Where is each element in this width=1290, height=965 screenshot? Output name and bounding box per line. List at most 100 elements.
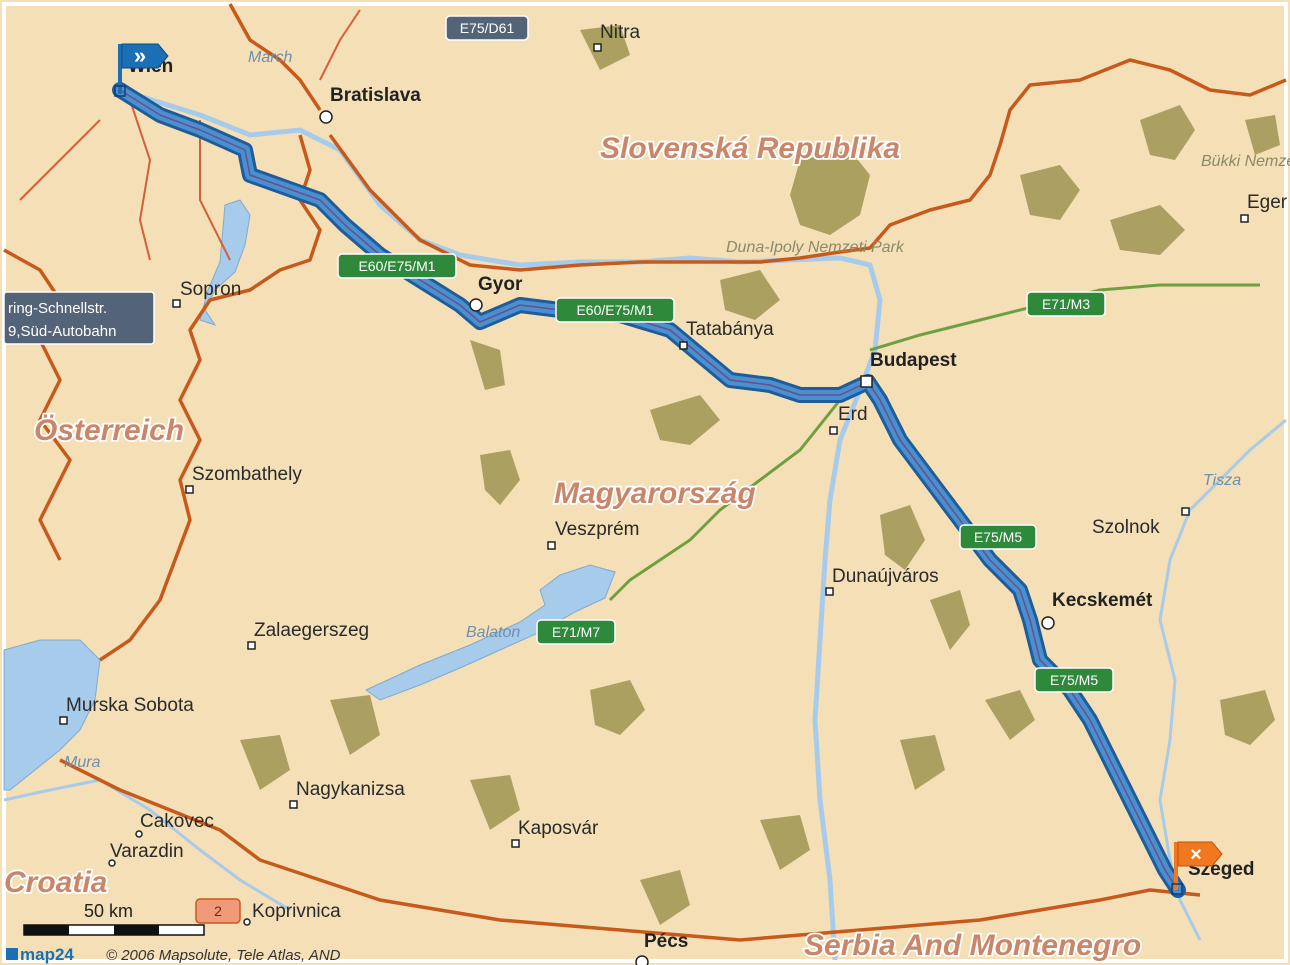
lake-balaton [365, 564, 616, 701]
city-marker-erd[interactable] [829, 426, 838, 435]
forest [330, 695, 380, 755]
svg-text:E75/D61: E75/D61 [460, 20, 515, 36]
city-label-cakovec: Cakovec [140, 811, 214, 832]
start-point-square [114, 85, 126, 97]
svg-text:E60/E75/M1: E60/E75/M1 [358, 258, 435, 274]
country-label-hungary: Magyarország [554, 477, 756, 510]
border-austria-west [3, 248, 72, 561]
forest [1110, 205, 1185, 255]
city-label-sopron: Sopron [180, 279, 241, 300]
city-marker-pecs[interactable] [635, 955, 649, 965]
city-label-bratislava: Bratislava [330, 85, 421, 106]
end-flag-symbol: × [1190, 844, 1202, 866]
scale-label: 50 km [84, 901, 133, 921]
city-marker-veszprem[interactable] [547, 541, 556, 550]
forest [985, 690, 1035, 740]
city-marker-kaposvar[interactable] [511, 839, 520, 848]
svg-text:E71/M7: E71/M7 [552, 624, 600, 640]
city-label-pecs: Pécs [644, 931, 688, 952]
city-marker-koprivnica[interactable] [243, 918, 251, 926]
highway-m7 [608, 399, 842, 602]
mura-river [3, 778, 291, 912]
city-marker-kecskemet[interactable] [1041, 616, 1055, 630]
start-marker[interactable]: » [114, 43, 169, 97]
city-marker-szolnok[interactable] [1181, 507, 1190, 516]
border-austria-hungary [99, 134, 322, 662]
road-info-tooltip[interactable]: ring-Schnellstr. 9,Süd-Autobahn [3, 291, 155, 345]
city-label-budapest: Budapest [870, 350, 957, 371]
country-borders [3, 3, 1287, 942]
city-label-eger: Eger [1247, 192, 1288, 213]
country-label-serbia: Serbia And Montenegro [804, 929, 1141, 962]
svg-text:E75/M5: E75/M5 [1050, 672, 1098, 688]
city-label-gyor: Gyor [478, 274, 523, 295]
map24-logo: map24 [20, 945, 74, 964]
city-marker-szombathely[interactable] [185, 485, 194, 494]
road [319, 9, 361, 81]
city-marker-varazdin[interactable] [108, 859, 116, 867]
svg-text:2: 2 [214, 903, 222, 919]
route-line [112, 82, 1186, 898]
copyright-text: © 2006 Mapsolute, Tele Atlas, AND [106, 947, 341, 964]
forest [1245, 115, 1280, 155]
city-marker-zalaegerszeg[interactable] [247, 641, 256, 650]
park-label-bukki: Bükki Nemze [1201, 153, 1290, 170]
water-label-tisza: Tisza [1203, 472, 1241, 489]
water-south-west [3, 639, 101, 791]
road-shield-e60-e75-m1-west: E60/E75/M1 [337, 253, 457, 279]
city-label-varazdin: Varazdin [110, 841, 184, 862]
road-info-line2: 9,Süd-Autobahn [8, 323, 116, 340]
city-label-kaposvar: Kaposvár [518, 818, 599, 839]
svg-text:E75/M5: E75/M5 [974, 529, 1022, 545]
forest [900, 735, 945, 790]
end-flag[interactable] [1177, 841, 1223, 867]
forest [1220, 690, 1275, 745]
forest [470, 775, 520, 830]
road [19, 119, 101, 201]
border-croatia [59, 758, 1201, 942]
start-flag-symbol: » [134, 43, 146, 68]
city-marker-sopron[interactable] [172, 299, 181, 308]
border-slovakia-hungary [328, 58, 1287, 272]
city-marker-eger[interactable] [1240, 214, 1249, 223]
forest [760, 815, 810, 870]
city-marker-tatabanya[interactable] [679, 341, 688, 350]
city-marker-nagykanizsa[interactable] [289, 800, 298, 809]
city-marker-murska-sobota[interactable] [59, 716, 68, 725]
city-label-veszprem: Veszprém [555, 519, 639, 540]
scale-bar: 50 km [23, 901, 205, 936]
road-shield-e75-m5-north: E75/M5 [959, 524, 1037, 550]
forest [650, 395, 720, 445]
forest [790, 150, 870, 235]
city-label-murska-sobota: Murska Sobota [66, 695, 194, 716]
city-marker-dunaujvaros[interactable] [825, 587, 834, 596]
city-marker-gyor[interactable] [469, 298, 483, 312]
city-marker-budapest[interactable] [860, 375, 873, 388]
svg-text:E60/E75/M1: E60/E75/M1 [576, 302, 653, 318]
start-marker-pole [118, 44, 122, 94]
city-label-tatabanya: Tatabánya [686, 319, 774, 340]
city-marker-nitra[interactable] [593, 43, 602, 52]
map24-logo-mark [6, 948, 18, 960]
city-label-kecskemet: Kecskemét [1052, 590, 1153, 611]
country-label-slovakia: Slovenská Republika [600, 132, 900, 165]
city-label-erd: Erd [838, 404, 868, 425]
city-label-koprivnica: Koprivnica [252, 901, 341, 922]
end-marker[interactable]: × [1171, 841, 1223, 895]
end-point-square [1171, 883, 1183, 895]
forest [930, 590, 970, 650]
city-marker-bratislava[interactable] [319, 110, 333, 124]
road [129, 99, 152, 261]
city-marker-cakovec[interactable] [135, 830, 143, 838]
forest [1140, 105, 1195, 160]
city-label-nagykanizsa: Nagykanizsa [296, 779, 405, 800]
road-shield-e71-m3: E71/M3 [1026, 291, 1106, 317]
start-flag[interactable] [121, 43, 169, 69]
park-label-duna-ipoly: Duna-Ipoly Nemzeti Park [726, 239, 905, 256]
country-labels: Slovenská Republika Österreich Magyarors… [2, 130, 1143, 964]
road [199, 120, 231, 261]
road-shield-e75-d61: E75/D61 [445, 15, 529, 41]
country-label-croatia: Croatia [4, 866, 107, 899]
